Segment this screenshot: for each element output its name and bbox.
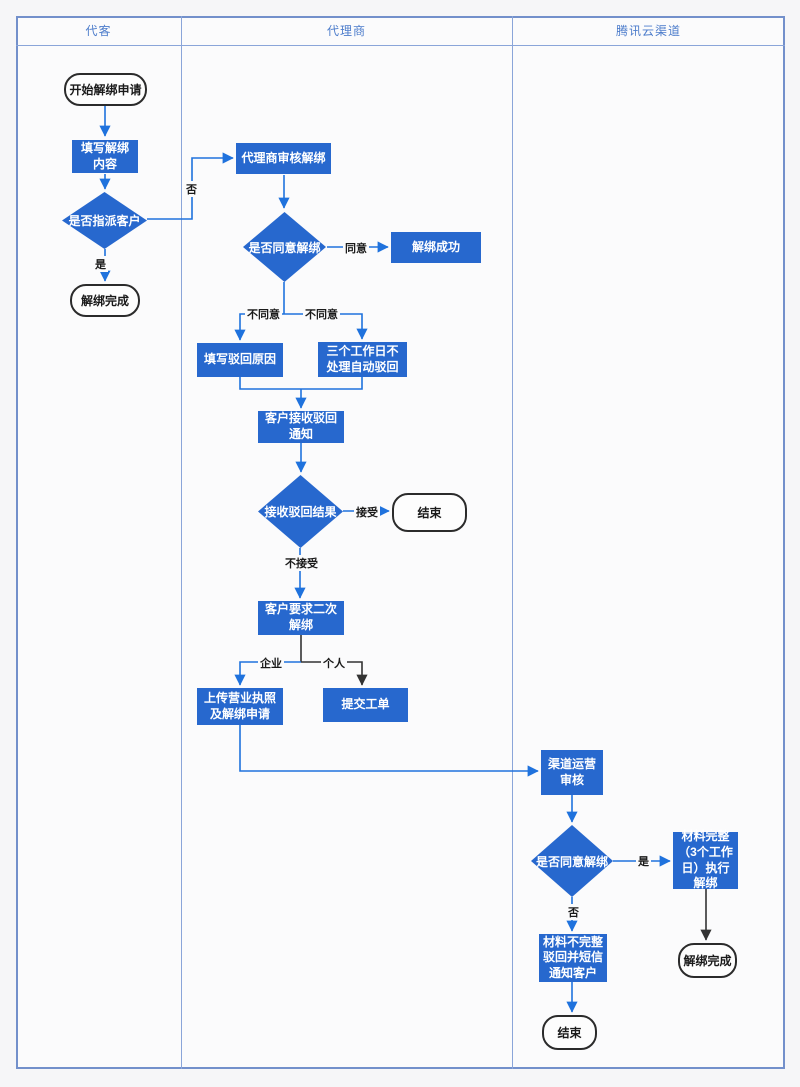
lane-divider-2	[512, 16, 513, 1069]
node-channel-ops-review-label: 渠道运营审核	[547, 756, 596, 787]
edge-label-disagree-b: 不同意	[303, 306, 340, 322]
lane-header-client: 代客	[16, 16, 181, 45]
node-upload-license-label: 上传营业执照及解绑申请	[203, 690, 276, 721]
lane-header-tencent-label: 腾讯云渠道	[615, 24, 681, 38]
node-unbind-success-label: 解绑成功	[411, 239, 460, 254]
lane-header-agent-label: 代理商	[326, 24, 366, 38]
node-second-unbind-request-label: 客户要求二次解绑	[264, 602, 337, 632]
lane-header-separator	[16, 45, 785, 46]
node-start-request-label: 开始解绑申请	[69, 83, 142, 97]
node-end-2[interactable]: 结束	[542, 1015, 597, 1050]
node-upload-license[interactable]: 上传营业执照及解绑申请	[197, 688, 283, 725]
node-unbind-done-2-label: 解绑完成	[683, 954, 732, 968]
node-material-complete[interactable]: 材料完整（3个工作日）执行解绑	[673, 829, 738, 891]
node-agent-review[interactable]: 代理商审核解绑	[236, 143, 331, 174]
node-agree-decision-1-label: 是否同意解绑	[248, 240, 321, 255]
swimlane-frame	[16, 16, 785, 1069]
edge-label-accept: 接受	[354, 504, 380, 520]
node-material-incomplete[interactable]: 材料不完整驳回并短信通知客户	[539, 934, 607, 982]
lane-header-client-label: 代客	[85, 24, 112, 38]
node-fill-unbind-content[interactable]: 填写解绑内容	[72, 140, 138, 173]
lane-header-agent: 代理商	[181, 16, 512, 45]
edge-label-yes-1: 是	[93, 256, 108, 272]
edge-label-no-2: 否	[566, 904, 581, 920]
node-fill-unbind-content-label: 填写解绑内容	[80, 140, 129, 171]
node-agree-decision-2-label: 是否同意解绑	[535, 854, 608, 869]
node-material-incomplete-label: 材料不完整驳回并短信通知客户	[543, 934, 604, 980]
edge-label-no-1: 否	[184, 181, 199, 197]
node-second-unbind-request[interactable]: 客户要求二次解绑	[258, 601, 344, 635]
node-end-1[interactable]: 结束	[392, 493, 467, 532]
edge-label-enterprise: 企业	[258, 655, 284, 671]
node-start-request[interactable]: 开始解绑申请	[64, 73, 147, 106]
node-fill-reject-reason[interactable]: 填写驳回原因	[197, 343, 283, 377]
edge-label-agree: 同意	[343, 240, 369, 256]
node-agent-review-label: 代理商审核解绑	[241, 150, 326, 165]
node-end-1-label: 结束	[417, 506, 442, 520]
lane-header-tencent: 腾讯云渠道	[512, 16, 785, 45]
node-fill-reject-reason-label: 填写驳回原因	[203, 352, 276, 367]
node-end-2-label: 结束	[557, 1026, 582, 1040]
node-auto-reject-3days-label: 三个工作日不处理自动驳回	[326, 343, 399, 374]
edge-label-yes-2: 是	[636, 853, 651, 869]
node-unbind-success[interactable]: 解绑成功	[391, 232, 481, 263]
node-channel-ops-review[interactable]: 渠道运营审核	[541, 750, 603, 795]
node-submit-ticket-label: 提交工单	[341, 697, 390, 712]
node-material-complete-label: 材料完整（3个工作日）执行解绑	[678, 829, 733, 891]
lane-divider-1	[181, 16, 182, 1069]
edge-label-not-accept: 不接受	[283, 555, 320, 571]
edge-label-disagree-a: 不同意	[245, 306, 282, 322]
node-unbind-done-1-label: 解绑完成	[80, 294, 129, 308]
node-customer-receive-reject[interactable]: 客户接收驳回通知	[258, 411, 344, 443]
node-receive-reject-result-label: 接收驳回结果	[264, 505, 337, 519]
node-unbind-done-2[interactable]: 解绑完成	[678, 943, 737, 978]
node-customer-receive-reject-label: 客户接收驳回通知	[264, 411, 337, 441]
node-submit-ticket[interactable]: 提交工单	[323, 688, 408, 722]
node-auto-reject-3days[interactable]: 三个工作日不处理自动驳回	[318, 342, 407, 377]
edge-label-personal: 个人	[321, 655, 347, 671]
node-assign-customer-decision-label: 是否指派客户	[68, 214, 141, 228]
node-unbind-done-1[interactable]: 解绑完成	[70, 284, 140, 317]
